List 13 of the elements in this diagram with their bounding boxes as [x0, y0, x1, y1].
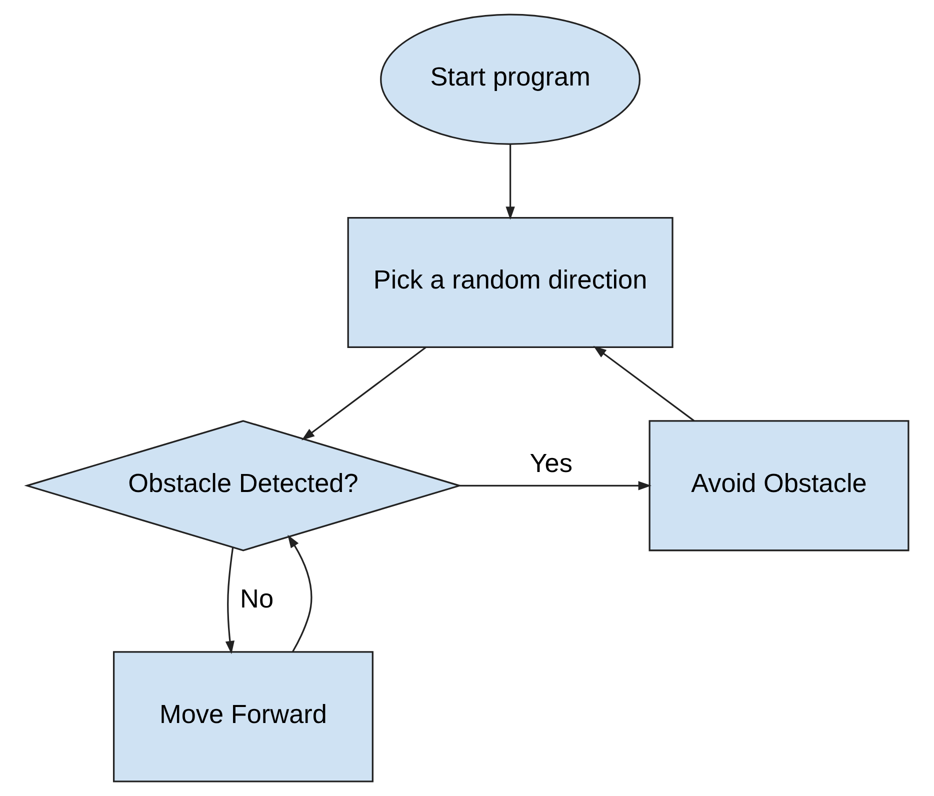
arrow	[224, 547, 234, 654]
arrow	[592, 346, 694, 422]
edge-label: Yes	[529, 448, 572, 478]
node-diamond: Obstacle Detected?	[24, 420, 462, 552]
node-ellipse: Start program	[380, 14, 640, 145]
arrow	[459, 481, 651, 490]
arrow	[505, 144, 514, 220]
node-box: Avoid Obstacle	[648, 420, 909, 552]
node-box: Pick a random direction	[346, 216, 673, 348]
arrow	[287, 534, 312, 652]
node-box: Move Forward	[112, 651, 373, 782]
arrow	[301, 346, 426, 440]
edge-label: No	[240, 583, 274, 614]
